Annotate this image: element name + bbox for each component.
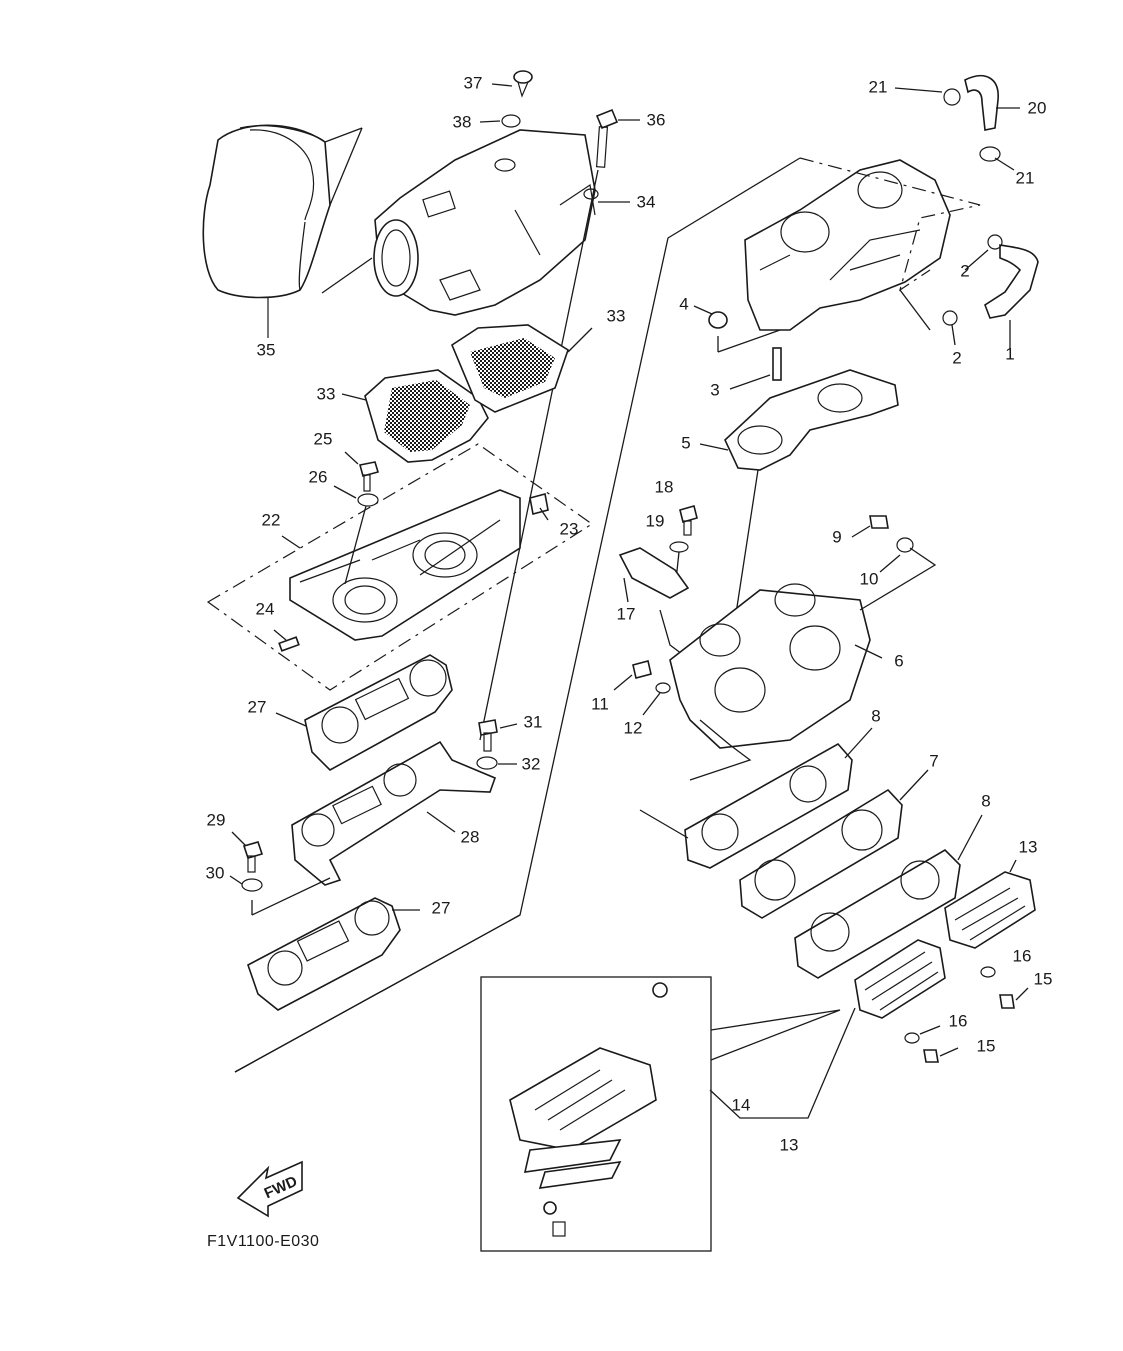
forward-arrow-icon: FWD xyxy=(236,1160,303,1218)
fitting-part-23 xyxy=(529,493,549,521)
callout-19: 19 xyxy=(646,511,665,530)
callout-26: 26 xyxy=(309,467,328,486)
callout-30: 30 xyxy=(206,863,225,882)
bolt-part-36 xyxy=(479,108,640,741)
callout-13-lower: 13 xyxy=(780,1135,799,1154)
gasket-part-7 xyxy=(739,769,929,919)
clamp-part-21-lower xyxy=(979,146,1015,171)
bolt-part-18 xyxy=(679,505,698,536)
intake-silencer-body xyxy=(321,127,596,316)
callout-27-upper: 27 xyxy=(248,697,267,716)
callout-8-upper: 8 xyxy=(871,706,880,725)
clip-part-10 xyxy=(859,537,937,611)
callout-8-lower: 8 xyxy=(981,791,990,810)
callout-3: 3 xyxy=(710,380,719,399)
washer-part-16-lower xyxy=(904,1025,941,1044)
filter-screen-part-33 xyxy=(341,324,593,463)
gasket-part-27-lower xyxy=(247,897,420,1011)
callout-28: 28 xyxy=(461,827,480,846)
bolt-part-9 xyxy=(851,515,889,538)
oring-part-38 xyxy=(479,114,521,128)
gasket-part-8-lower xyxy=(794,814,983,979)
nut-part-4 xyxy=(693,305,781,353)
assembly-boundary-line xyxy=(234,157,801,1073)
washer-part-12 xyxy=(642,682,671,716)
reed-valve-part-13-lower xyxy=(854,939,946,1019)
gasket-part-5 xyxy=(699,369,899,621)
callout-16-upper: 16 xyxy=(1013,946,1032,965)
throttle-body-assembly xyxy=(744,157,981,331)
washer-part-26 xyxy=(333,485,379,585)
callout-22: 22 xyxy=(262,510,281,529)
bolt-part-11 xyxy=(613,660,652,691)
callout-5: 5 xyxy=(681,433,690,452)
hose-part-1 xyxy=(984,244,1039,350)
callout-2-upper: 2 xyxy=(960,261,969,280)
callout-15-lower: 15 xyxy=(977,1036,996,1055)
gasket-part-27 xyxy=(275,654,453,771)
washer-part-32 xyxy=(476,756,517,770)
callout-18: 18 xyxy=(655,477,674,496)
callout-34: 34 xyxy=(637,192,656,211)
callout-35: 35 xyxy=(257,340,276,359)
callout-13-upper: 13 xyxy=(1019,837,1038,856)
callout-4: 4 xyxy=(679,294,688,313)
intake-manifold-part-6 xyxy=(669,583,883,781)
callout-17: 17 xyxy=(617,604,636,623)
callout-21-upper: 21 xyxy=(869,77,888,96)
callout-9: 9 xyxy=(832,527,841,546)
callout-29: 29 xyxy=(207,810,226,829)
callout-23: 23 xyxy=(560,519,579,538)
gasket-part-8 xyxy=(639,727,873,869)
washer-part-16 xyxy=(980,966,996,978)
pin-part-24 xyxy=(273,629,300,652)
callout-16-lower: 16 xyxy=(949,1011,968,1030)
callout-38: 38 xyxy=(453,112,472,131)
bolt-part-31 xyxy=(478,719,518,752)
callout-labels: 37 38 36 34 35 33 33 25 26 22 23 24 27 3… xyxy=(206,73,1053,1154)
screw-part-15-lower xyxy=(923,1047,959,1063)
callout-25: 25 xyxy=(314,429,333,448)
reed-valve-part-13 xyxy=(944,859,1036,949)
callout-7: 7 xyxy=(929,751,938,770)
callout-20: 20 xyxy=(1028,98,1047,117)
diagram-code: F1V1100-E030 xyxy=(207,1233,319,1250)
callout-32: 32 xyxy=(522,754,541,773)
callout-31: 31 xyxy=(524,712,543,731)
callout-24: 24 xyxy=(256,599,275,618)
callout-leader-13 xyxy=(709,1007,856,1119)
washer-part-30 xyxy=(229,875,331,916)
bolt-part-25 xyxy=(344,451,380,492)
callout-33-left: 33 xyxy=(317,384,336,403)
clamp-part-2 xyxy=(942,234,1003,346)
callout-1: 1 xyxy=(1005,344,1014,363)
callout-21-lower: 21 xyxy=(1016,168,1035,187)
callout-27-lower: 27 xyxy=(432,898,451,917)
hose-part-20 xyxy=(964,75,1020,131)
callout-14: 14 xyxy=(732,1095,751,1114)
washer-part-34 xyxy=(583,188,630,203)
intake-box-part-22 xyxy=(206,443,594,691)
gasket-part-28 xyxy=(291,740,497,886)
screw-part-37 xyxy=(491,70,533,98)
callout-33-right: 33 xyxy=(607,306,626,325)
callout-36: 36 xyxy=(647,110,666,129)
bolt-part-29 xyxy=(231,831,264,873)
callout-6: 6 xyxy=(894,651,903,670)
stud-part-3 xyxy=(729,347,782,390)
callout-15-upper: 15 xyxy=(1034,969,1053,988)
intake-duct-part-35 xyxy=(202,124,331,338)
callout-11: 11 xyxy=(591,694,609,713)
clamp-part-21 xyxy=(894,87,961,106)
reed-valve-detail-box xyxy=(480,976,841,1252)
callout-10: 10 xyxy=(860,569,879,588)
callout-12: 12 xyxy=(624,718,643,737)
screw-part-15 xyxy=(999,987,1029,1009)
callout-2-lower: 2 xyxy=(952,348,961,367)
callout-37: 37 xyxy=(464,73,483,92)
